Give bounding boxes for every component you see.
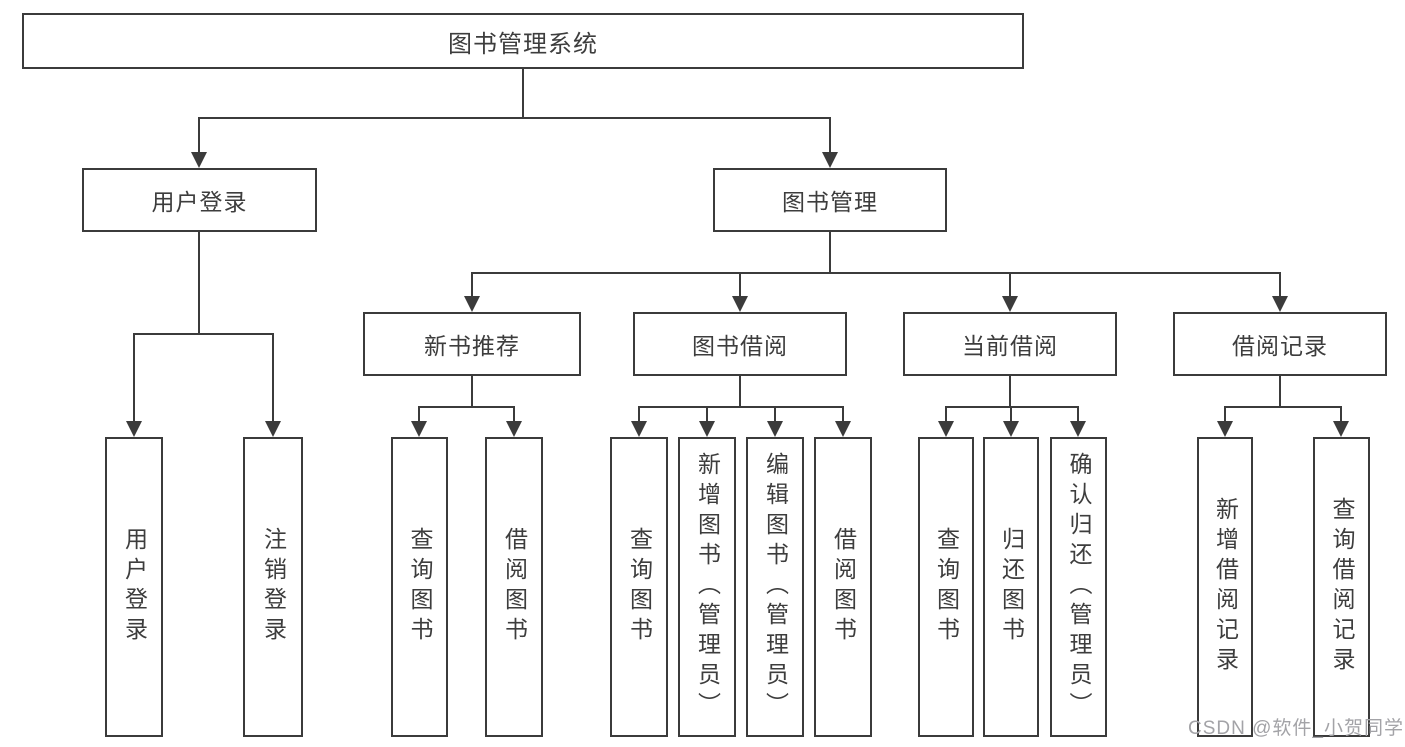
connector-line [418,406,515,408]
connector-line [133,333,274,335]
arrow-down-icon [1217,421,1233,437]
leaf-borrowing-add-books-admin: 新增图书（管理员） [678,437,736,737]
connector-line [418,406,420,423]
leaf-newbook-query-books: 查询图书 [391,437,448,737]
node-book-borrowing: 图书借阅 [633,312,847,376]
connector-line [706,406,708,423]
node-new-book-recommend: 新书推荐 [363,312,581,376]
node-label: 借阅图书 [830,527,857,647]
connector-line [471,272,1281,274]
connector-line [638,406,640,423]
node-label: 查询图书 [626,527,653,647]
leaf-current-query-books: 查询图书 [918,437,974,737]
arrow-down-icon [411,421,427,437]
node-label: 图书管理 [782,189,878,215]
connector-line [1010,406,1012,423]
connector-line [945,406,947,423]
connector-line [774,406,776,423]
arrow-down-icon [1002,296,1018,312]
connector-line [829,117,831,154]
node-label: 编辑图书（管理员） [762,452,789,722]
arrow-down-icon [938,421,954,437]
connector-line [471,376,473,408]
node-book-management: 图书管理 [713,168,947,232]
arrow-down-icon [126,421,142,437]
node-user-login: 用户登录 [82,168,317,232]
node-label: 用户登录 [121,527,148,647]
node-label: 查询图书 [933,527,960,647]
node-label: 图书管理系统 [448,30,598,58]
connector-line [1009,272,1011,298]
node-current-borrowing: 当前借阅 [903,312,1117,376]
leaf-current-confirm-return-admin: 确认归还（管理员） [1050,437,1107,737]
connector-line [1009,376,1011,408]
arrow-down-icon [732,296,748,312]
connector-line [739,272,741,298]
connector-line [522,69,524,119]
node-label: 注销登录 [260,527,287,647]
node-borrowing-records: 借阅记录 [1173,312,1387,376]
leaf-borrowing-edit-books-admin: 编辑图书（管理员） [746,437,804,737]
leaf-logout: 注销登录 [243,437,303,737]
connector-line [198,117,200,154]
leaf-current-return-books: 归还图书 [983,437,1039,737]
node-label: 查询图书 [407,527,433,647]
connector-line [1340,406,1342,423]
connector-line [513,406,515,423]
arrow-down-icon [1070,421,1086,437]
leaf-records-query-record: 查询借阅记录 [1313,437,1370,737]
connector-line [842,406,844,423]
node-label: 图书借阅 [692,333,788,359]
arrow-down-icon [464,296,480,312]
connector-line [1077,406,1079,423]
connector-line [945,406,1079,408]
arrow-down-icon [191,152,207,168]
arrow-down-icon [631,421,647,437]
node-label: 确认归还（管理员） [1066,452,1092,722]
connector-line [133,333,135,423]
node-label: 用户登录 [151,189,248,215]
arrow-down-icon [835,421,851,437]
node-label: 新书推荐 [424,333,520,359]
connector-line [829,232,831,274]
leaf-user-login: 用户登录 [105,437,163,737]
node-label: 借阅图书 [501,527,528,647]
connector-line [471,272,473,298]
connector-line [739,376,741,408]
arrow-down-icon [1333,421,1349,437]
connector-line [638,406,844,408]
arrow-down-icon [1272,296,1288,312]
connector-line [1279,376,1281,408]
connector-line [1224,406,1226,423]
node-label: 当前借阅 [962,333,1058,359]
arrow-down-icon [822,152,838,168]
node-label: 新增图书（管理员） [694,452,721,722]
connector-line [198,232,200,335]
arrow-down-icon [767,421,783,437]
arrow-down-icon [265,421,281,437]
node-label: 借阅记录 [1232,333,1328,359]
node-label: 归还图书 [998,527,1025,647]
connector-line [198,117,831,119]
leaf-newbook-borrow-books: 借阅图书 [485,437,543,737]
leaf-borrowing-query-books: 查询图书 [610,437,668,737]
arrow-down-icon [1003,421,1019,437]
node-label: 新增借阅记录 [1212,497,1239,677]
leaf-borrowing-borrow-books: 借阅图书 [814,437,872,737]
node-root-library-system: 图书管理系统 [22,13,1024,69]
csdn-watermark: CSDN @软件_小贺同学 [1188,718,1404,739]
node-label: 查询借阅记录 [1329,497,1355,677]
connector-line [1224,406,1342,408]
connector-line [272,333,274,423]
arrow-down-icon [699,421,715,437]
arrow-down-icon [506,421,522,437]
leaf-records-add-record: 新增借阅记录 [1197,437,1253,737]
connector-line [1279,272,1281,298]
